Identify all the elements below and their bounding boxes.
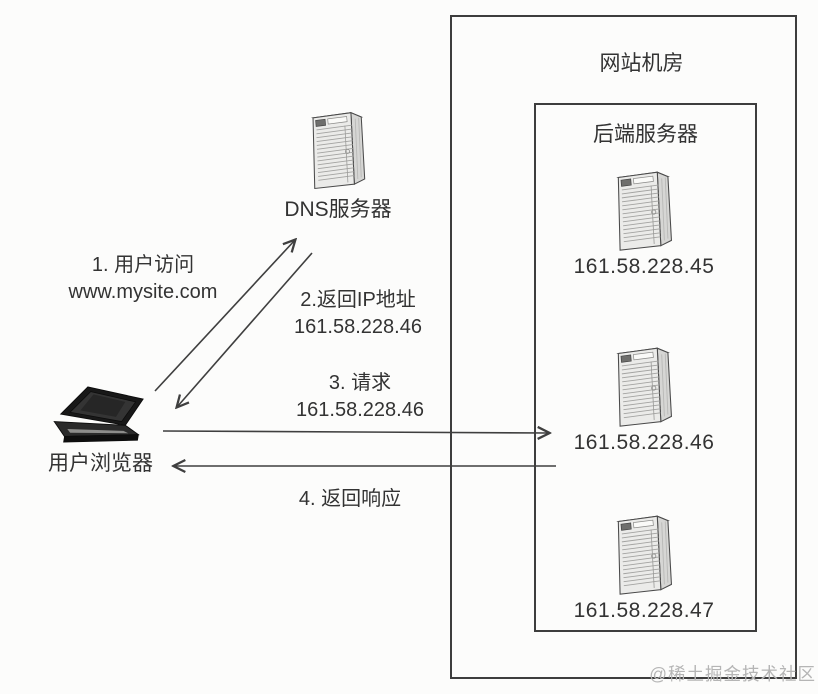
flow-step-text: 4. 返回响应: [298, 488, 402, 510]
server-icon: [612, 342, 676, 427]
server-ip-label: 161.58.228.45: [573, 255, 715, 278]
backend-server-node: 161.58.228.46: [559, 342, 729, 455]
server-icon: [612, 510, 676, 595]
laptop-icon: [50, 386, 152, 444]
server-ip-label: 161.58.228.47: [573, 599, 715, 622]
flow-step-text: 3. 请求: [328, 372, 392, 394]
flow-detail-text: 161.58.228.46: [294, 316, 422, 338]
flow-detail-text: www.mysite.com: [68, 281, 218, 303]
watermark-text: @稀土掘金技术社区: [649, 664, 816, 684]
backend-server-node: 161.58.228.47: [559, 510, 729, 623]
backend-server-node: 161.58.228.45: [559, 166, 729, 279]
dns-server-label: DNS服务器: [284, 198, 392, 221]
server-icon: [612, 166, 676, 251]
server-ip-label: 161.58.228.46: [573, 431, 715, 454]
backend-group-box: 后端服务器: [534, 103, 757, 632]
flow-detail-text: 161.58.228.46: [296, 399, 424, 421]
datacenter-box: 网站机房: [450, 15, 797, 679]
server-icon: [307, 106, 369, 190]
flow-label-step2: 2.返回IP地址 161.58.228.46: [272, 287, 444, 341]
flow-step-text: 2.返回IP地址: [300, 289, 416, 311]
backend-group-title: 后端服务器: [593, 123, 698, 146]
flow-label-step3: 3. 请求 161.58.228.46: [274, 370, 446, 424]
dns-server-node: DNS服务器: [253, 106, 423, 223]
flow-label-step1: 1. 用户访问 www.mysite.com: [38, 252, 248, 306]
flow-step-text: 1. 用户访问: [91, 254, 195, 276]
datacenter-title: 网站机房: [599, 52, 684, 75]
user-browser-node: 用户浏览器: [28, 386, 173, 477]
user-browser-label: 用户浏览器: [48, 452, 153, 475]
flow-label-step4: 4. 返回响应: [264, 486, 436, 513]
